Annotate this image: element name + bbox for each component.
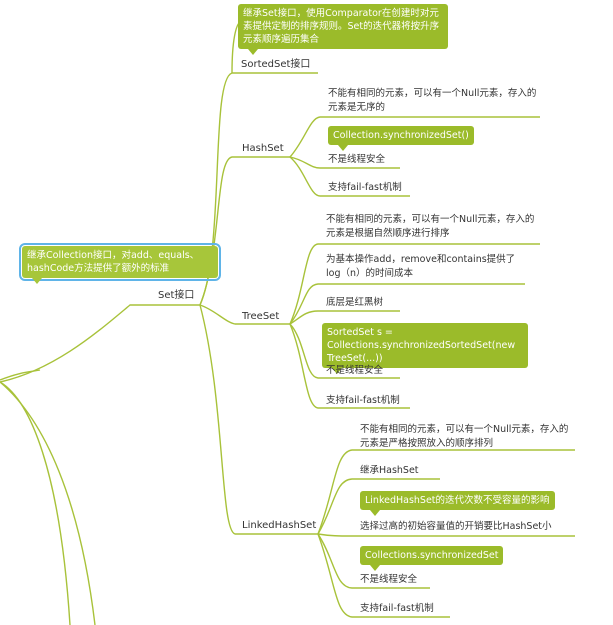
lhs-branch-1 [317,449,575,535]
root-note-text: 继承Collection接口，对add、equals、hashCode方法提供了… [27,250,200,274]
lhs-note-2-tail [370,565,380,571]
treeset-item-3[interactable]: 底层是红黑树 [326,297,384,308]
lhs-item-2[interactable]: 继承HashSet [360,465,419,476]
hashset-item-3[interactable]: 支持fail-fast机制 [328,182,402,193]
treeset-item-1[interactable]: 不能有相同的元素，可以有一个Null元素，存入的元素是根据自然顺序进行排序 [326,214,535,239]
lhs-note-1-tail [370,510,380,516]
lhs-branch-4 [317,533,430,589]
trunk-curve-left [0,369,41,381]
treeset-branch-1 [289,243,540,325]
lhs-branch-3 [317,533,575,537]
lhs-item-1[interactable]: 不能有相同的元素，可以有一个Null元素，存入的元素是严格按照放入的顺序排列 [360,424,569,449]
sortedset-note-tail [248,49,258,55]
trunk-curve-bottom [0,381,96,625]
treeset-note-text: SortedSet s = Collections.synchronizedSo… [327,327,516,364]
lhs-item-4[interactable]: 不是线程安全 [360,574,418,585]
hashset-note-tail [338,145,348,151]
hashset-note-text: Collection.synchronizedSet() [333,130,469,141]
hashset-item-2[interactable]: 不是线程安全 [328,154,386,165]
set-to-hashset [199,156,290,306]
treeset-note[interactable]: SortedSet s = Collections.synchronizedSo… [322,323,528,374]
trunk-curve-extra [0,381,71,625]
hashset-branch-3 [289,156,410,197]
linkedhashset-label[interactable]: LinkedHashSet [242,520,317,531]
root-note-tail [32,278,42,284]
sortedset-label[interactable]: SortedSet接口 [241,59,311,70]
hashset-item-1[interactable]: 不能有相同的元素，可以有一个Null元素，存入的元素是无序的 [328,88,537,113]
treeset-item-2[interactable]: 为基本操作add，remove和contains提供了log（n）的时间成本 [326,254,516,279]
lhs-note-2[interactable]: Collections.synchronizedSet [360,546,504,571]
sortedset-note-text: 继承Set接口，使用Comparator在创建时对元素提供定制的排序规则。Set… [243,8,440,45]
lhs-item-3[interactable]: 选择过高的初始容量值的开销要比HashSet小 [360,521,552,532]
lhs-note-1[interactable]: LinkedHashSet的迭代次数不受容量的影响 [360,491,555,516]
set-to-treeset [199,304,290,325]
root-note[interactable]: 继承Collection接口，对add、equals、hashCode方法提供了… [19,243,221,284]
treeset-label[interactable]: TreeSet [242,311,280,322]
trunk-curve-top [0,304,200,383]
treeset-note-tail [332,368,342,374]
set-interface-label[interactable]: Set接口 [158,290,195,301]
hashset-branch-2 [289,156,400,169]
set-to-linkedhashset [199,304,318,535]
lhs-item-5[interactable]: 支持fail-fast机制 [360,603,434,614]
treeset-branch-2 [289,283,525,325]
lhs-branch-2 [317,478,440,535]
lhs-note-1-text: LinkedHashSet的迭代次数不受容量的影响 [365,495,550,506]
treeset-item-5[interactable]: 支持fail-fast机制 [326,395,400,406]
treeset-branch-3 [289,310,400,325]
treeset-branch-4 [289,323,400,379]
treeset-item-4[interactable]: 不是线程安全 [326,365,384,376]
lhs-note-2-text: Collections.synchronizedSet [365,550,499,561]
hashset-label[interactable]: HashSet [242,143,284,154]
hashset-note[interactable]: Collection.synchronizedSet() [328,126,474,151]
lhs-branch-5 [317,533,450,618]
sortedset-note[interactable]: 继承Set接口，使用Comparator在创建时对元素提供定制的排序规则。Set… [238,4,448,55]
treeset-branch-5 [289,323,410,409]
hashset-branch-1 [289,116,540,158]
